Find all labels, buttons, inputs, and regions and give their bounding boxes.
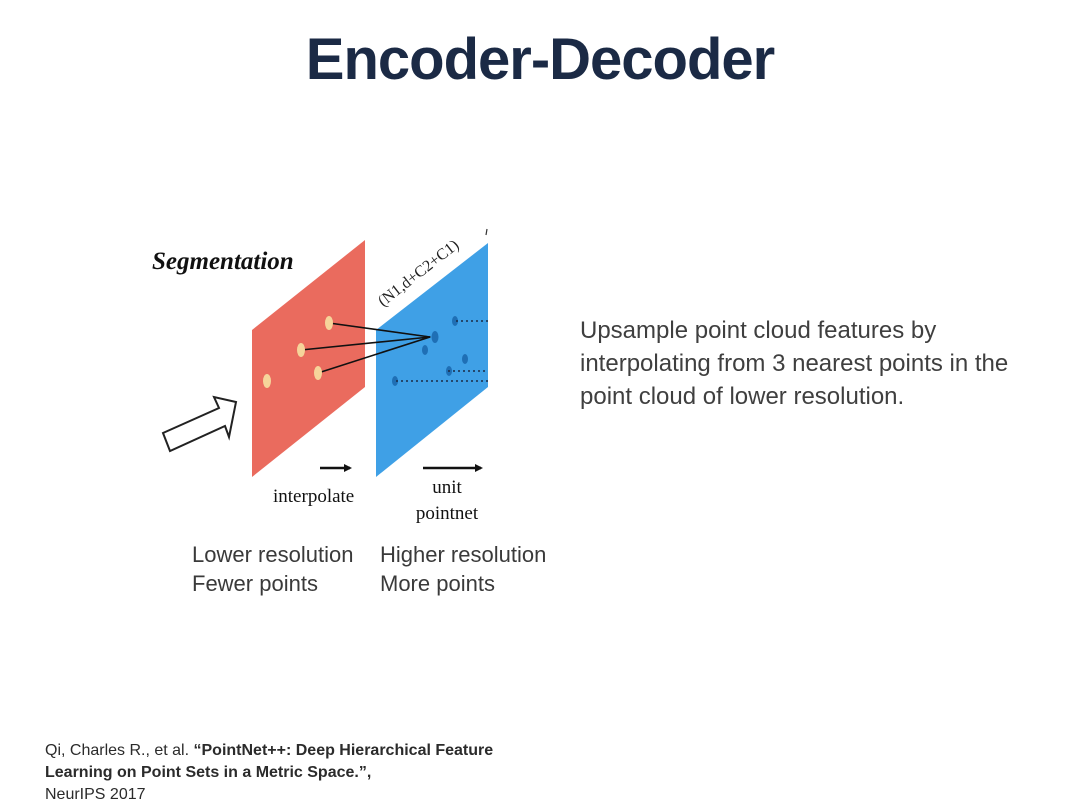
lower-point bbox=[263, 374, 271, 388]
citation: Qi, Charles R., et al. “PointNet++: Deep… bbox=[45, 740, 515, 806]
figure-svg: Segmentation (N1,d+C2+C1) bbox=[152, 228, 488, 524]
hollow-arrow-icon bbox=[161, 395, 238, 453]
citation-open-quote: “ bbox=[193, 742, 202, 759]
pointnet-upsampling-figure: Segmentation (N1,d+C2+C1) bbox=[150, 225, 500, 530]
segmentation-heading: Segmentation bbox=[152, 248, 294, 275]
higher-resolution-caption: Higher resolution More points bbox=[380, 540, 546, 598]
lower-point bbox=[314, 366, 322, 380]
interpolation-line bbox=[317, 336, 431, 374]
higher-point bbox=[431, 331, 439, 343]
citation-close-quote: ”, bbox=[358, 764, 372, 781]
lower-resolution-plane bbox=[252, 240, 365, 477]
citation-paper-title: PointNet++: Deep Hierarchical Feature Le… bbox=[45, 742, 494, 781]
higher-point bbox=[422, 345, 428, 355]
higher-resolution-plane bbox=[376, 243, 488, 477]
unit-label: unit bbox=[432, 477, 462, 498]
higher-resolution-text: Higher resolution bbox=[380, 542, 547, 567]
interpolation-line bbox=[328, 322, 432, 338]
tick-mark bbox=[485, 228, 488, 236]
lower-point bbox=[297, 343, 305, 357]
pointnet-label: pointnet bbox=[416, 503, 479, 524]
higher-point bbox=[462, 354, 468, 364]
lower-resolution-caption: Lower resolution Fewer points bbox=[192, 540, 353, 598]
description-text: Upsample point cloud features by interpo… bbox=[580, 317, 1009, 410]
higher-point bbox=[452, 316, 458, 326]
lower-resolution-text: Lower resolution bbox=[192, 542, 354, 567]
interpolate-label: interpolate bbox=[273, 486, 354, 507]
citation-venue: NeurIPS 2017 bbox=[45, 786, 146, 803]
higher-point bbox=[392, 376, 398, 386]
fewer-points-text: Fewer points bbox=[192, 571, 318, 596]
lower-point bbox=[325, 316, 333, 330]
citation-authors: Qi, Charles R., et al. bbox=[45, 742, 194, 759]
more-points-text: More points bbox=[380, 571, 495, 596]
interpolation-line bbox=[300, 336, 431, 351]
slide-title: Encoder-Decoder bbox=[305, 27, 775, 92]
